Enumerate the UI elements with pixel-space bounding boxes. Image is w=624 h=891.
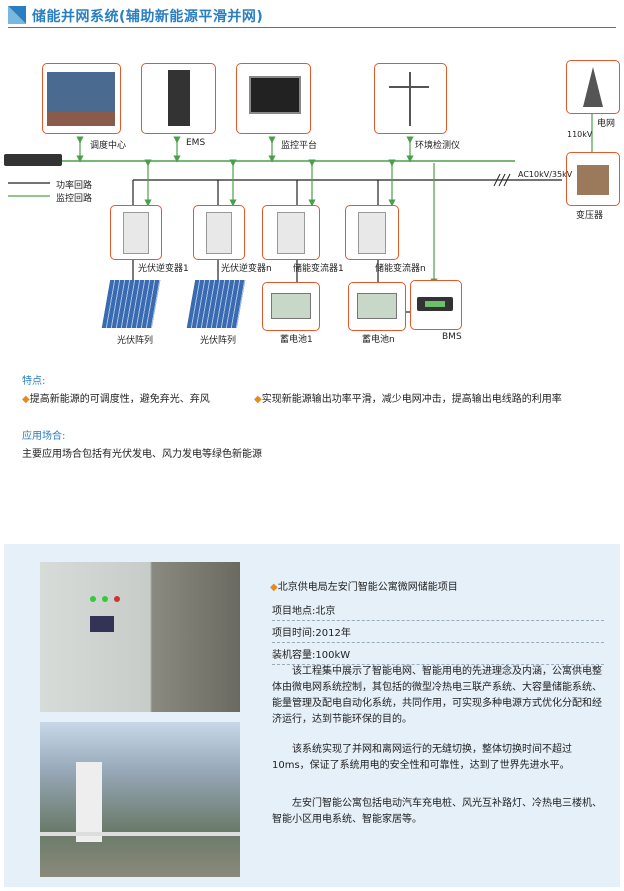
battery-n-label: 蓄电池n	[362, 335, 395, 345]
pcs-1-label: 储能变流器1	[293, 264, 344, 274]
grid-tower-box	[566, 60, 620, 114]
pv-inverter-n-label: 光伏逆变器n	[221, 264, 272, 274]
transmission-tower-icon	[583, 67, 603, 107]
project-photo-site	[40, 722, 240, 877]
pcs-cabinet-icon	[358, 212, 386, 254]
project-time: 项目时间:2012年	[272, 624, 604, 643]
title-divider	[8, 27, 616, 28]
battery-1-label: 蓄电池1	[280, 335, 313, 345]
inverter-cabinet-icon	[123, 212, 149, 254]
pv-inverter-n-box	[193, 205, 245, 260]
dispatch-center-box	[42, 63, 121, 134]
pv-inverter-1-label: 光伏逆变器1	[138, 264, 189, 274]
transformer-box	[566, 152, 620, 206]
pcs-cabinet-icon	[277, 212, 305, 254]
weather-station-icon	[409, 72, 411, 126]
project-capacity: 装机容量:100kW	[272, 646, 604, 665]
dispatch-label: 调度中心	[90, 141, 127, 151]
env-label: 环境检测仪	[415, 141, 461, 151]
pcs-1-box	[262, 205, 320, 260]
page-title: 储能并网系统(辅助新能源平滑并网)	[32, 9, 264, 25]
pv-array-2-label: 光伏阵列	[200, 336, 237, 346]
monitor-platform-box	[236, 63, 311, 134]
ems-box	[141, 63, 216, 134]
application-text: 主要应用场合包括有光伏发电、风力发电等绿色新能源	[22, 449, 262, 460]
legend-power: 功率回路	[56, 181, 93, 191]
feature-item-1: ◆提高新能源的可调度性，避免弃光、弃风	[22, 394, 210, 405]
pv-array-1-label: 光伏阵列	[117, 336, 154, 346]
system-diagram	[8, 112, 593, 313]
inverter-cabinet-icon	[206, 212, 232, 254]
battery-icon	[357, 293, 397, 319]
features-heading: 特点:	[22, 376, 46, 387]
grid-label: 电网	[597, 119, 616, 129]
application-heading: 应用场合:	[22, 431, 66, 442]
transformer-icon	[577, 165, 609, 195]
diamond-bullet-icon: ◆	[22, 394, 30, 405]
diamond-bullet-icon: ◆	[270, 582, 278, 593]
feature-item-2: ◆实现新能源输出功率平滑，减少电网冲击，提高输出电线路的利用率	[254, 394, 562, 405]
diamond-bullet-icon: ◆	[254, 394, 262, 405]
pcs-n-label: 储能变流器n	[375, 264, 426, 274]
pcs-n-box	[345, 205, 399, 260]
bms-box	[410, 280, 462, 330]
control-room-icon	[47, 72, 115, 112]
bms-label: BMS	[442, 332, 462, 342]
monitor-icon	[249, 76, 301, 114]
legend-monitor: 监控回路	[56, 194, 93, 204]
project-paragraph-3: 左安门智能公寓包括电动汽车充电桩、风光互补路灯、冷热电三楼机、智能小区用电系统、…	[272, 798, 602, 825]
env-monitor-box	[374, 63, 447, 134]
monitor-label: 监控平台	[281, 141, 318, 151]
battery-n-box	[348, 282, 406, 331]
voltage-110-label: 110kV	[567, 130, 593, 139]
project-paragraph-1: 该工程集中展示了智能电网、智能用电的先进理念及内涵，公寓供电整体由微电网系统控制…	[272, 666, 602, 725]
project-photo-cabinet	[40, 562, 240, 712]
solar-panel-icon	[101, 280, 161, 328]
pv-inverter-1-box	[110, 205, 162, 260]
battery-icon	[271, 293, 311, 319]
server-rack-icon	[168, 70, 190, 126]
bms-device-icon	[417, 297, 453, 311]
ac-voltage-label: AC10kV/35kV	[518, 170, 573, 179]
project-title: ◆北京供电局左安门智能公寓微网储能项目	[270, 582, 458, 593]
solar-panel-icon	[186, 280, 246, 328]
network-switch-icon	[4, 154, 62, 166]
project-paragraph-2: 该系统实现了并网和离网运行的无缝切换，整体切换时间不超过10ms，保证了系统用电…	[272, 744, 572, 771]
transformer-label: 变压器	[576, 211, 604, 221]
ems-label: EMS	[186, 138, 206, 148]
project-location: 项目地点:北京	[272, 602, 604, 621]
battery-1-box	[262, 282, 320, 331]
